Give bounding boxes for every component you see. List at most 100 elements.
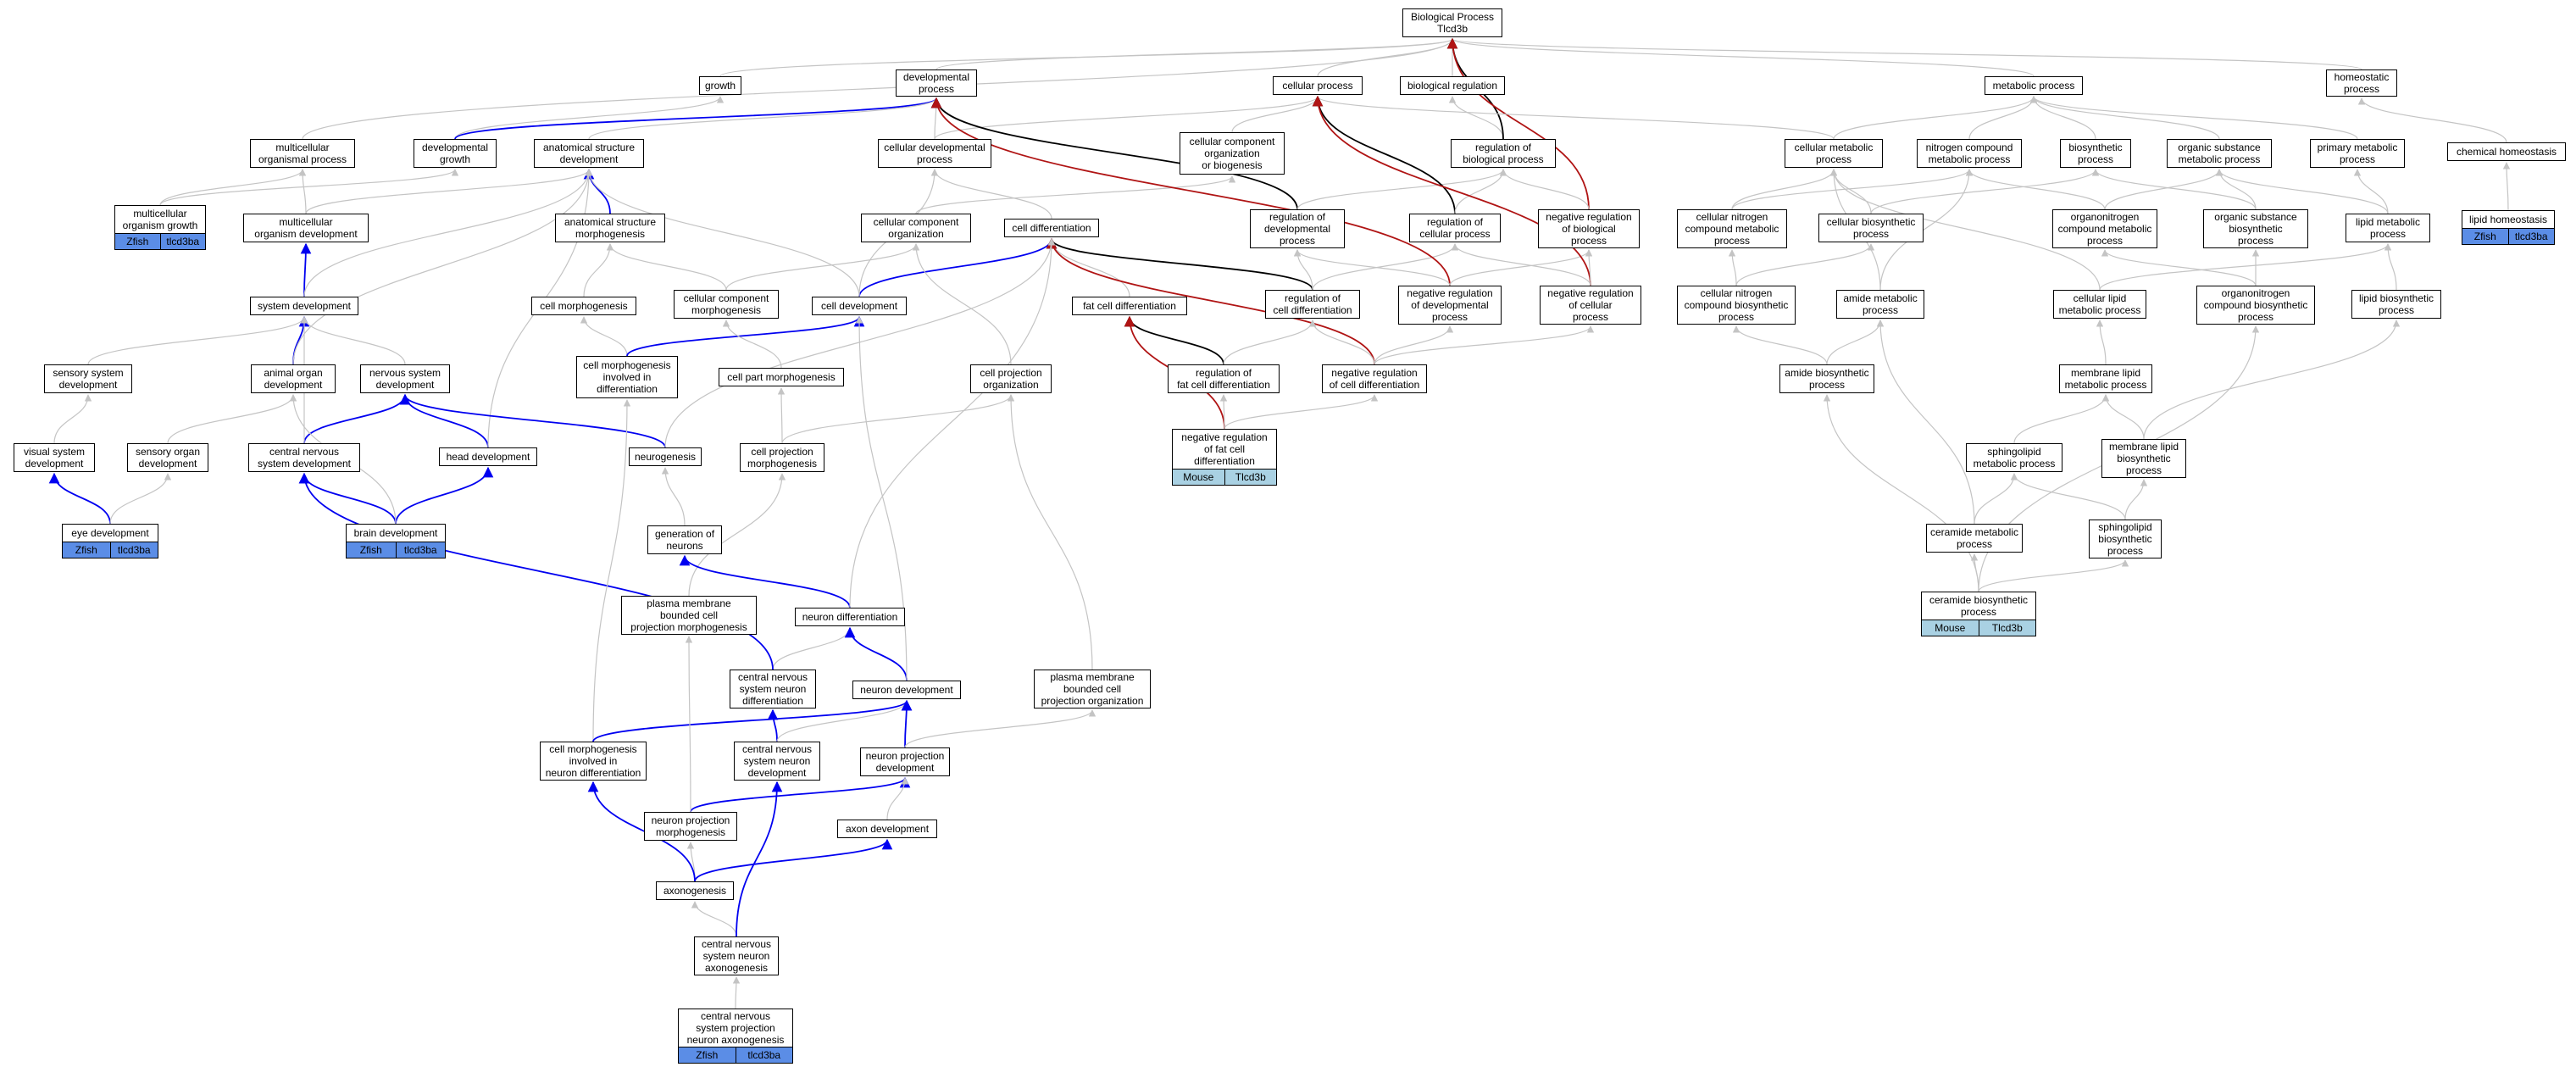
edge-amide-biosyn-to-cell-nitro-biosyn [1732,325,1828,365]
edge-amide-biosyn-to-amide-met [1826,320,1885,365]
go-term-ccob[interactable]: cellular component organization or bioge… [1180,132,1285,175]
go-term-cell-nitro-biosyn[interactable]: cellular nitrogen compound biosynthetic … [1677,286,1796,325]
go-term-sphingo-met[interactable]: sphingolipid metabolic process [1966,443,2062,472]
go-term-eye-dev[interactable]: eye development [62,524,158,542]
go-term-reg-cell[interactable]: regulation of cellular process [1409,214,1501,242]
edge-neuron-proj-morph-to-pmb-morph [685,636,693,813]
go-term-head-dev[interactable]: head development [439,447,537,466]
edge-cell-met-to-cell-process [1313,96,1835,140]
go-term-system-dev[interactable]: system development [250,297,358,315]
go-term-lipid-homeo[interactable]: lipid homeostasis [2462,210,2555,229]
go-term-metabolic[interactable]: metabolic process [1985,76,2083,95]
edge-axonogenesis-to-axon-dev [694,838,893,882]
go-term-pmb-morph[interactable]: plasma membrane bounded cell projection … [621,596,757,635]
annotation-gene: Tlcd3b [1979,620,2036,636]
go-term-reg-fat-diff[interactable]: regulation of fat cell differentiation [1168,364,1280,393]
go-term-neurogenesis[interactable]: neurogenesis [629,447,702,466]
go-term-neuron-proj-morph[interactable]: neuron projection morphogenesis [644,812,737,841]
go-term-root[interactable]: Biological Process Tlcd3b [1402,8,1502,37]
go-term-organonitro-biosyn[interactable]: organonitrogen compound biosynthetic pro… [2196,286,2315,325]
go-term-lipid-met[interactable]: lipid metabolic process [2346,214,2430,242]
go-term-org-sub-met[interactable]: organic substance metabolic process [2167,139,2272,168]
edge-reg-cell-to-cell-process [1312,95,1456,214]
go-term-amide-biosyn[interactable]: amide biosynthetic process [1779,364,1874,393]
go-term-cc-morph[interactable]: cellular component morphogenesis [674,290,779,319]
go-term-cell-diff[interactable]: cell differentiation [1004,219,1099,237]
edge-dev-process-to-root [935,38,1456,70]
go-term-cm-neuron-diff[interactable]: cell morphogenesis involved in neuron di… [540,742,647,781]
go-term-nervous-sys[interactable]: nervous system development [360,364,450,393]
go-term-cns-proj-axono[interactable]: central nervous system projection neuron… [678,1009,793,1047]
go-term-multi-growth[interactable]: multicellular organism growth [114,205,206,234]
go-term-pmb-org[interactable]: plasma membrane bounded cell projection … [1034,670,1151,708]
go-term-animal-organ[interactable]: animal organ development [251,364,336,393]
go-term-lipid-biosyn[interactable]: lipid biosynthetic process [2351,290,2441,319]
go-term-cell-lipid-met[interactable]: cellular lipid metabolic process [2053,290,2146,319]
go-term-cell-process[interactable]: cellular process [1273,76,1363,95]
edge-lipid-homeo-to-chem-homeo [2502,162,2511,211]
go-term-prim-met[interactable]: primary metabolic process [2310,139,2405,168]
go-term-neg-reg-bio[interactable]: negative regulation of biological proces… [1538,209,1640,248]
go-term-axonogenesis[interactable]: axonogenesis [656,881,734,900]
go-term-multi-proc[interactable]: multicellular organismal process [250,139,355,168]
go-term-cell-part-morph[interactable]: cell part morphogenesis [719,368,844,386]
go-term-neg-reg-fat[interactable]: negative regulation of fat cell differen… [1172,429,1277,470]
go-term-axon-dev[interactable]: axon development [837,820,937,838]
go-term-cell-nitro-met[interactable]: cellular nitrogen compound metabolic pro… [1677,209,1787,248]
go-term-cell-proj-org[interactable]: cell projection organization [970,364,1052,393]
go-term-cns-neuron-diff[interactable]: central nervous system neuron differenti… [730,670,816,708]
edge-sphingo-biosyn-to-sphingo-met [2010,473,2126,520]
go-term-neg-reg-cell[interactable]: negative regulation of cellular process [1540,286,1641,325]
go-term-cell-biosyn[interactable]: cellular biosynthetic process [1818,214,1924,242]
go-term-cell-morph[interactable]: cell morphogenesis [531,297,636,315]
go-term-neg-reg-dev[interactable]: negative regulation of developmental pro… [1398,286,1502,325]
go-term-chem-homeo[interactable]: chemical homeostasis [2447,142,2566,161]
go-term-reg-dev[interactable]: regulation of developmental process [1250,209,1345,248]
go-term-nitro-met[interactable]: nitrogen compound metabolic process [1917,139,2022,168]
go-term-dev-growth[interactable]: developmental growth [414,139,497,168]
go-term-homeostatic[interactable]: homeostatic process [2326,69,2397,97]
go-term-ceramide-biosyn[interactable]: ceramide biosynthetic process [1921,592,2036,620]
go-term-anat-morph[interactable]: anatomical structure morphogenesis [555,214,665,242]
go-term-mem-lipid-biosyn[interactable]: membrane lipid biosynthetic process [2101,439,2186,478]
go-term-biosyn[interactable]: biosynthetic process [2060,139,2131,168]
go-term-mem-lipid-met[interactable]: membrane lipid metabolic process [2059,364,2152,393]
go-term-cns-axono[interactable]: central nervous system neuron axonogenes… [694,936,779,975]
edge-cell-morph-diff-to-cell-development [626,315,865,357]
go-term-sensory-sys[interactable]: sensory system development [44,364,132,393]
go-term-cell-proj-morph[interactable]: cell projection morphogenesis [740,443,824,472]
edge-neg-reg-cell-to-reg-cell [1451,243,1591,286]
go-term-dev-process[interactable]: developmental process [896,69,977,97]
go-term-visual-sys[interactable]: visual system development [14,443,95,472]
edge-homeostatic-to-root [1449,38,2362,70]
go-term-cell-development[interactable]: cell development [812,297,907,315]
go-term-cco[interactable]: cellular component organization [861,214,971,242]
go-term-multi-dev[interactable]: multicellular organism development [243,214,369,242]
go-term-cns-neuron-dev[interactable]: central nervous system neuron developmen… [734,742,820,781]
go-term-neuron-proj-dev[interactable]: neuron projection development [860,747,950,776]
go-term-sensory-organ[interactable]: sensory organ development [127,443,208,472]
go-term-ceramide-met[interactable]: ceramide metabolic process [1926,524,2023,553]
go-term-cns-dev[interactable]: central nervous system development [248,443,360,472]
go-term-reg-bio[interactable]: regulation of biological process [1451,139,1556,168]
go-term-bio-reg[interactable]: biological regulation [1400,76,1505,95]
go-term-neuron-dev[interactable]: neuron development [852,681,961,699]
go-term-fat-diff[interactable]: fat cell differentiation [1072,297,1187,315]
edge-neg-reg-cell-diff-to-neg-reg-cell [1374,325,1595,365]
go-term-cell-morph-diff[interactable]: cell morphogenesis involved in different… [576,356,678,398]
go-term-org-sub-biosyn[interactable]: organic substance biosynthetic process [2203,209,2308,248]
go-term-sphingo-biosyn[interactable]: sphingolipid biosynthetic process [2089,520,2162,558]
go-term-cell-met[interactable]: cellular metabolic process [1785,139,1883,168]
go-term-anat-dev[interactable]: anatomical structure development [534,139,644,168]
go-term-organonitro-met[interactable]: organonitrogen compound metabolic proces… [2052,209,2157,248]
go-term-gen-neurons[interactable]: generation of neurons [647,525,722,554]
go-term-growth[interactable]: growth [699,76,741,95]
go-term-neg-reg-cell-diff[interactable]: negative regulation of cell differentiat… [1322,364,1427,393]
go-term-amide-met[interactable]: amide metabolic process [1836,290,1924,319]
edge-axon-dev-to-neuron-proj-dev [886,777,909,820]
go-term-cell-dev-proc[interactable]: cellular developmental process [878,139,991,168]
go-term-reg-cell-diff[interactable]: regulation of cell differentiation [1265,290,1360,319]
go-term-neuron-diff[interactable]: neuron differentiation [795,608,905,626]
go-term-brain-dev[interactable]: brain development [346,524,446,542]
